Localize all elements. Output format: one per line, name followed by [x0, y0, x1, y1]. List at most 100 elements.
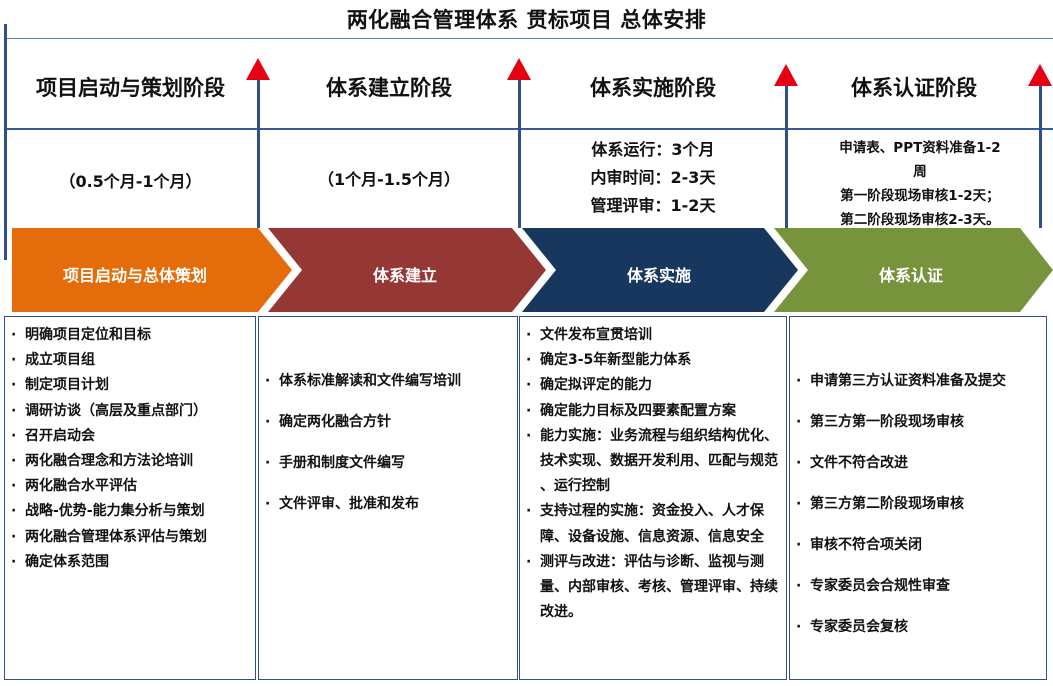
- phase-label-2: 体系建立: [372, 266, 437, 285]
- phase-chevron-3: [522, 228, 798, 312]
- bullet-icon: ·: [526, 377, 532, 394]
- task-item: · 确定体系范围: [5, 550, 255, 575]
- bullet-icon: ·: [11, 427, 17, 444]
- phase-chevron-2: [268, 228, 546, 312]
- bullet-icon: ·: [11, 377, 17, 394]
- task-item: · 能力实施：业务流程与组织结构优化、技术实现、数据开发利用、匹配与规范 、运行控…: [520, 424, 778, 500]
- duration-line: 申请表、PPT资料准备1-2: [839, 140, 1001, 156]
- bullet-icon: ·: [11, 327, 17, 343]
- milestone-line-2: [518, 78, 521, 228]
- milestone-line-3: [785, 78, 788, 228]
- bullet-icon: ·: [265, 373, 271, 389]
- task-text: 文件评审、批准和发布: [279, 496, 419, 512]
- task-text: 两化融合管理体系评估与策划: [25, 528, 207, 545]
- task-text: 确定两化融合方针: [279, 414, 391, 430]
- duration-line: 管理评审：1-2天: [590, 196, 716, 215]
- task-box-4: ·申请第三方认证资料准备及提交·第三方第一阶段现场审核·文件不符合改进·第三方第…: [789, 316, 1047, 680]
- task-item: ·手册和制度文件编写: [259, 443, 517, 484]
- task-item: · 确定能力目标及四要素配置方案: [520, 399, 778, 424]
- stage-divider: [6, 128, 1053, 130]
- task-text: 能力实施：业务流程与组织结构优化、技术实现、数据开发利用、匹配与规范 、运行控制: [540, 427, 778, 495]
- bullet-icon: ·: [11, 503, 17, 520]
- bullet-icon: ·: [526, 503, 532, 520]
- task-item: · 确定3-5年新型能力体系: [520, 348, 778, 373]
- bullet-icon: ·: [526, 327, 532, 343]
- task-item: ·确定两化融合方针: [259, 402, 517, 443]
- task-box-3: · 文件发布宣贯培训 · 确定3-5年新型能力体系 · 确定拟评定的能力 · 确定能力目标及四…: [519, 316, 787, 680]
- task-item: · 制定项目计划: [5, 373, 255, 398]
- task-list-4: ·申请第三方认证资料准备及提交·第三方第一阶段现场审核·文件不符合改进·第三方第…: [790, 361, 1034, 648]
- task-text: 制定项目计划: [25, 377, 109, 394]
- task-text: 确定体系范围: [25, 553, 109, 570]
- bullet-icon: ·: [526, 427, 532, 444]
- bullet-icon: ·: [11, 453, 17, 470]
- stage-name-2: 体系建立阶段: [326, 76, 452, 100]
- task-text: 调研访谈（高层及重点部门）: [25, 402, 207, 419]
- bullet-icon: ·: [796, 414, 802, 430]
- task-text: 测评与改进：评估与诊断、监视与测量、内部审核、考核、管理评审、持续改进。: [540, 553, 778, 621]
- task-item: ·专家委员会复核: [790, 607, 1034, 648]
- task-text: 确定能力目标及四要素配置方案: [540, 402, 736, 419]
- stage-duration-4: 申请表、PPT资料准备1-2 周 第一阶段现场审核1-2天； 第二阶段现场审核2…: [800, 136, 1040, 232]
- task-text: 文件发布宣贯培训: [540, 327, 652, 343]
- stage-name-4: 体系认证阶段: [851, 76, 977, 100]
- task-text: 两化融合水平评估: [25, 478, 137, 495]
- phase-chevron-1: [12, 228, 292, 312]
- bullet-icon: ·: [11, 352, 17, 369]
- page-title: 两化融合管理体系 贯标项目 总体安排: [346, 8, 707, 32]
- milestone-arrow-2-icon: [507, 58, 531, 80]
- task-item: · 两化融合水平评估: [5, 474, 255, 499]
- task-item: · 支持过程的实施：资金投入、人才保障、设备设施、信息资源、信息安全: [520, 499, 778, 549]
- task-item: ·专家委员会合规性审查: [790, 566, 1034, 607]
- milestone-line-4: [1039, 78, 1042, 228]
- duration-line: 第二阶段现场审核2-3天。: [840, 212, 1000, 228]
- task-item: · 文件发布宣贯培训: [520, 323, 778, 348]
- task-text: 文件不符合改进: [810, 455, 908, 471]
- task-text: 确定拟评定的能力: [540, 377, 652, 394]
- bullet-icon: ·: [526, 402, 532, 419]
- task-item: · 调研访谈（高层及重点部门）: [5, 399, 255, 424]
- bullet-icon: ·: [11, 402, 17, 419]
- duration-line: （0.5个月-1个月）: [59, 172, 202, 191]
- bullet-icon: ·: [796, 537, 802, 553]
- bullet-icon: ·: [796, 496, 802, 512]
- milestone-line-1: [257, 78, 260, 228]
- task-text: 审核不符合项关闭: [810, 537, 922, 553]
- task-text: 支持过程的实施：资金投入、人才保障、设备设施、信息资源、信息安全: [540, 503, 764, 545]
- bullet-icon: ·: [11, 553, 17, 570]
- task-text: 第三方第一阶段现场审核: [810, 414, 964, 430]
- task-item: · 确定拟评定的能力: [520, 373, 778, 398]
- stage-name-1: 项目启动与策划阶段: [36, 76, 225, 100]
- bullet-icon: ·: [796, 619, 802, 635]
- task-list-1: ·明确项目定位和目标·成立项目组·制定项目计划·调研访谈（高层及重点部门）·召开…: [5, 323, 255, 575]
- task-item: ·两化融合理念和方法论培训: [5, 449, 255, 474]
- stage-duration-2: （1个月-1.5个月）: [262, 166, 516, 190]
- task-box-2: ·体系标准解读和文件编写培训·确定两化融合方针·手册和制度文件编写·文件评审、批…: [258, 316, 518, 680]
- bullet-icon: ·: [11, 478, 17, 495]
- task-text: 体系标准解读和文件编写培训: [279, 373, 461, 389]
- bullet-icon: ·: [796, 455, 802, 471]
- duration-line: 周: [913, 164, 927, 180]
- duration-line: 第一阶段现场审核1-2天；: [840, 188, 1000, 204]
- task-item: · 体系标准解读和文件编写培训: [259, 361, 517, 402]
- stage-name-3: 体系实施阶段: [590, 76, 716, 100]
- phase-chevrons: [12, 228, 1053, 312]
- bullet-icon: ·: [526, 352, 532, 369]
- task-item: ·文件评审、批准和发布: [259, 484, 517, 525]
- milestone-arrow-4-icon: [1028, 64, 1052, 86]
- task-item: ·第三方第二阶段现场审核: [790, 484, 1034, 525]
- task-item: ·战略-优势-能力集分析与策划: [5, 499, 255, 524]
- task-text: 确定3-5年新型能力体系: [540, 352, 692, 369]
- stage-duration-3: 体系运行：3个月 内审时间：2-3天 管理评审：1-2天: [524, 136, 782, 220]
- task-item: · 第三方第一阶段现场审核: [790, 402, 1034, 443]
- bullet-icon: ·: [265, 455, 271, 471]
- bullet-icon: ·: [796, 578, 802, 594]
- task-item: ·成立项目组: [5, 348, 255, 373]
- duration-line: 体系运行：3个月: [591, 140, 715, 159]
- timeline-left-edge: [4, 24, 7, 260]
- phase-label-4: 体系认证: [878, 266, 943, 285]
- task-item: ·明确项目定位和目标: [5, 323, 255, 348]
- task-item: ·召开启动会: [5, 424, 255, 449]
- bullet-icon: ·: [11, 528, 17, 545]
- bullet-icon: ·: [526, 553, 532, 570]
